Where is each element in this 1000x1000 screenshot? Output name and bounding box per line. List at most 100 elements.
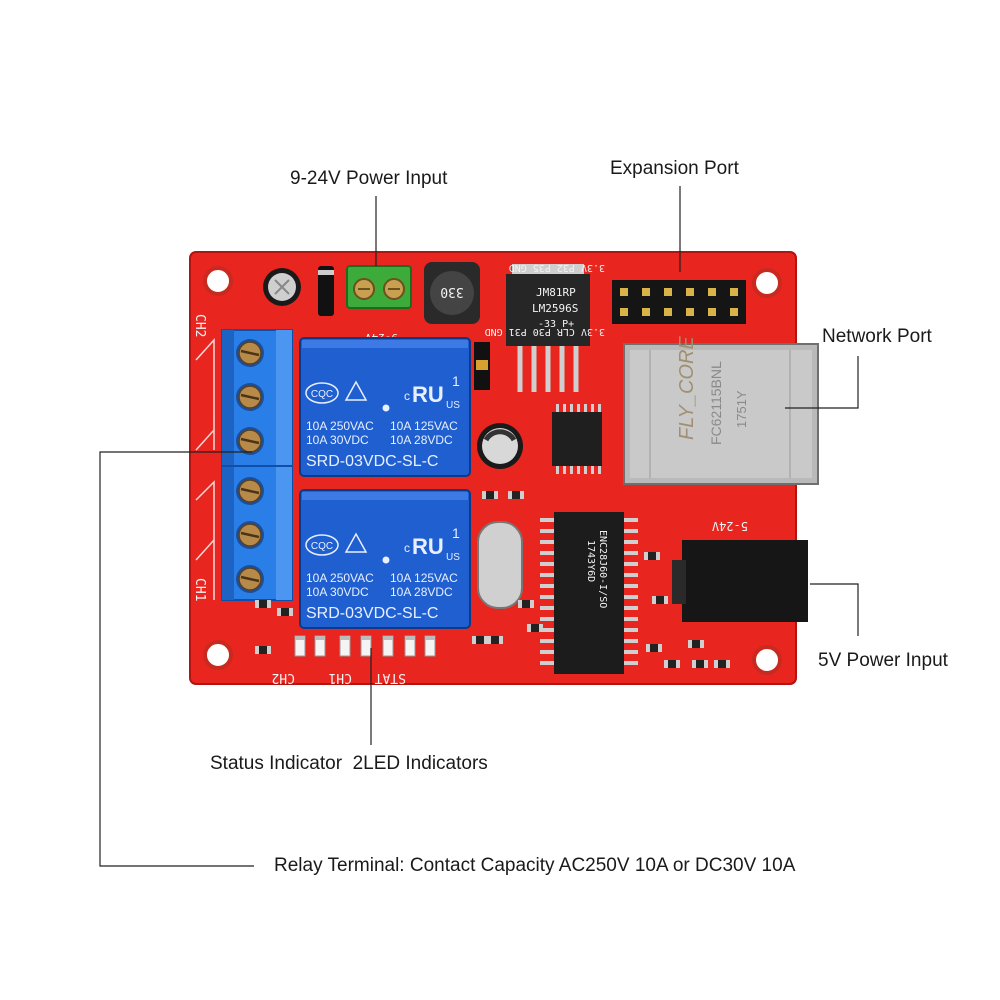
ic-pin: [624, 650, 638, 654]
ic-pin: [577, 404, 580, 412]
voltage-regulator: JM81RP LM2596S -33 P+: [506, 264, 590, 392]
header-pin: [664, 308, 672, 316]
callout-lines: [99, 186, 859, 867]
smd-component: [472, 636, 488, 644]
ic-pin: [624, 628, 638, 632]
stat-label: STAT: [375, 670, 406, 685]
relay-model: SRD-03VDC-SL-C: [306, 605, 438, 622]
ch2-bottom-label: CH2: [272, 670, 295, 685]
ic-pin: [570, 466, 573, 474]
ic-pin: [563, 466, 566, 474]
ch1-bottom-label: CH1: [329, 670, 352, 685]
inductor-label: 330: [440, 284, 463, 299]
relay-cqc-logo: CQC: [311, 541, 333, 552]
smd-component: [664, 660, 680, 668]
usb-power-callout: 5V Power Input: [818, 650, 948, 671]
led: [360, 635, 372, 657]
ic-pin: [540, 584, 554, 588]
ic-pin: [624, 606, 638, 610]
ic-pin: [624, 617, 638, 621]
smd-component: [527, 624, 543, 632]
rj45-code: 1751Y: [734, 390, 749, 428]
header-pin: [620, 308, 628, 316]
relay-cqc-logo: CQC: [311, 389, 333, 400]
led: [404, 635, 416, 657]
terminal-screw: [236, 339, 264, 367]
smd-component: [646, 644, 662, 652]
svg-text:RU: RU: [412, 382, 444, 407]
relay-rating-right: 10A 28VDC: [390, 585, 453, 599]
power-input-callout: 9-24V Power Input: [290, 168, 448, 189]
relay-rating-left: 10A 30VDC: [306, 433, 369, 447]
header-pin: [708, 288, 716, 296]
relay-rating-left: 10A 250VAC: [306, 419, 374, 433]
ic-pin: [624, 540, 638, 544]
ic-pin: [624, 573, 638, 577]
led: [314, 635, 326, 657]
ch2-label: CH2: [192, 314, 207, 337]
smd-component: [692, 660, 708, 668]
relay-number: 1: [452, 373, 460, 389]
relay-terminal-callout: Relay Terminal: Contact Capacity AC250V …: [274, 855, 796, 876]
led-indicators: [294, 635, 436, 657]
relay-model: SRD-03VDC-SL-C: [306, 453, 438, 470]
ic-pin: [540, 606, 554, 610]
smd-component: [652, 596, 668, 604]
small-ic: [552, 404, 602, 474]
inductor: 330: [424, 262, 480, 324]
ic-pin: [591, 404, 594, 412]
ic-pin: [540, 639, 554, 643]
crystal-oscillator: [477, 521, 523, 609]
relay-rating-left: 10A 250VAC: [306, 571, 374, 585]
expansion-pin-header: [612, 280, 746, 324]
ic-pin: [624, 661, 638, 665]
ic-pin: [584, 404, 587, 412]
terminal-screw: [236, 477, 264, 505]
smd-component: [482, 491, 498, 499]
relay-ul-logo: c: [404, 389, 410, 403]
ch1-label: CH1: [192, 578, 207, 601]
smd-component: [277, 608, 293, 616]
ethernet-controller-ic: ENC28J60-I/SO 1743Y6D: [540, 512, 638, 674]
header-pin: [642, 308, 650, 316]
ic-pin: [624, 562, 638, 566]
electrolytic-capacitor-middle: [477, 423, 523, 469]
regulator-line3: -33 P+: [538, 319, 574, 330]
led: [294, 635, 306, 657]
ic-pin: [598, 466, 601, 474]
screw-terminal-block: [221, 329, 293, 601]
header-pin: [620, 288, 628, 296]
terminal-screw: [236, 427, 264, 455]
ic-pin: [540, 595, 554, 599]
ic-pin: [624, 518, 638, 522]
smd-component: [644, 552, 660, 560]
relay-us-logo: US: [446, 400, 460, 411]
smd-component: [487, 636, 503, 644]
header-pin: [730, 288, 738, 296]
ic-pin: [540, 562, 554, 566]
header-pin: [686, 288, 694, 296]
terminal-screw: [236, 383, 264, 411]
ic-pin: [563, 404, 566, 412]
ic-pin: [540, 551, 554, 555]
ic-pin: [540, 650, 554, 654]
smd-component: [518, 600, 534, 608]
ic-pin: [624, 529, 638, 533]
header-pin: [730, 308, 738, 316]
header-bottom-label: 3.3V CLR P30 P31 GND: [485, 326, 605, 337]
dc-power-jack: [672, 540, 808, 622]
terminal-screw: [236, 521, 264, 549]
smd-component: [508, 491, 524, 499]
expansion-port-callout: Expansion Port: [610, 158, 739, 179]
ic-pin: [556, 466, 559, 474]
ic-pin: [577, 466, 580, 474]
mcu-code: 1743Y6D: [585, 540, 596, 582]
rj45-brand: FLY_CORE: [676, 336, 698, 440]
ic-pin: [624, 639, 638, 643]
ic-pin: [540, 628, 554, 632]
relay-rating-right: 10A 125VAC: [390, 571, 458, 585]
ic-pin: [624, 595, 638, 599]
